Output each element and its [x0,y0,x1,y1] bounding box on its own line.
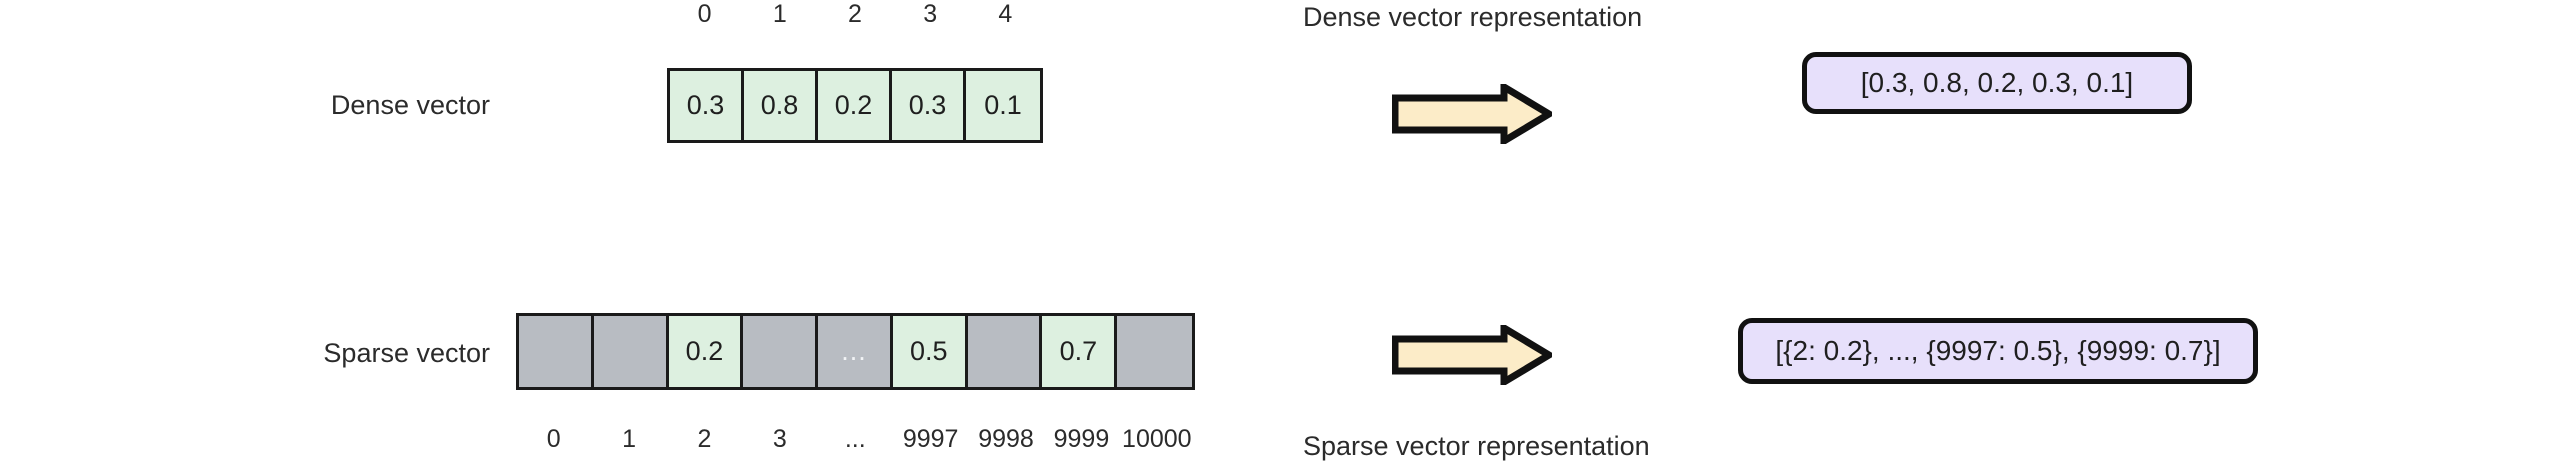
sparse-index-tick: ... [844,425,866,453]
dense-index-tick: 4 [998,0,1013,28]
sparse-vector-cell-ellipsis: ... [818,316,893,387]
sparse-index-tick: 9997 [902,425,959,453]
sparse-index-tick: 10000 [1122,425,1192,453]
sparse-representation-capsule: [{2: 0.2}, ..., {9997: 0.5}, {9999: 0.7}… [1738,318,2258,384]
sparse-index-tick: 3 [772,425,787,453]
sparse-vector-cell [1117,316,1193,387]
sparse-vector-row-label: Sparse vector [323,338,490,368]
dense-transform-arrow-icon [1392,84,1552,144]
sparse-vector-index-ticks: 0 1 2 3 ... 9997 9998 9999 10000 [516,425,1195,454]
dense-vector-grid: 0.3 0.8 0.2 0.3 0.1 [667,68,1043,143]
dense-vector-cell: 0.8 [744,71,818,140]
dense-vector-index-ticks: 0 1 2 3 4 [667,0,1043,29]
sparse-vector-grid: 0.2 ... 0.5 0.7 [516,313,1195,390]
sparse-vector-cell: 0.7 [1042,316,1118,387]
sparse-index-tick: 9998 [978,425,1034,453]
dense-vector-cell: 0.3 [670,71,744,140]
dense-representation-caption: Dense vector representation [1303,2,1643,32]
sparse-transform-arrow-icon [1392,325,1552,385]
dense-vector-cell: 0.1 [966,71,1040,140]
sparse-vector-cell [967,316,1043,387]
dense-index-tick: 0 [697,0,712,28]
sparse-index-tick: 2 [697,425,712,453]
dense-index-tick: 3 [923,0,938,28]
sparse-vector-cell: 0.2 [668,316,744,387]
sparse-index-tick: 9999 [1053,425,1110,453]
dense-index-tick: 2 [848,0,862,28]
sparse-vector-cell [593,316,669,387]
sparse-index-tick: 1 [622,425,637,453]
dense-vector-cell: 0.3 [892,71,966,140]
dense-index-tick: 1 [772,0,787,28]
dense-representation-capsule: [0.3, 0.8, 0.2, 0.3, 0.1] [1802,52,2192,114]
dense-vector-cell: 0.2 [818,71,892,140]
dense-vector-row-label: Dense vector [330,90,490,120]
sparse-representation-caption: Sparse vector representation [1303,431,1650,461]
sparse-index-tick: 0 [546,425,561,453]
sparse-vector-cell [743,316,819,387]
sparse-vector-cell: 0.5 [892,316,968,387]
sparse-vector-cell [519,316,594,387]
